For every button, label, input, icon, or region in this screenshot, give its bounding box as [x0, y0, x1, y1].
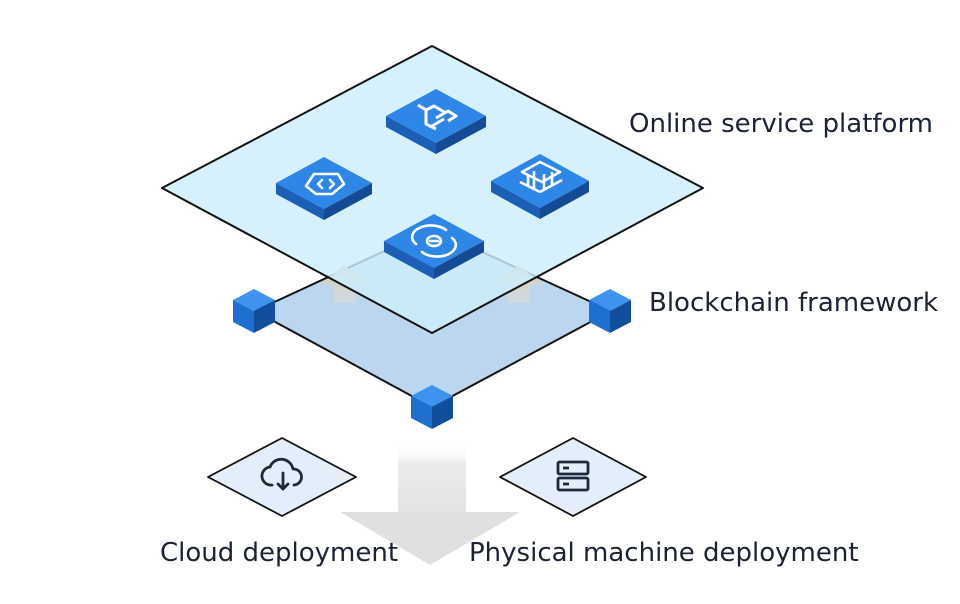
node-cube-bottom: [411, 385, 453, 429]
server-icon: [556, 460, 590, 492]
service-tile-left: [276, 157, 372, 220]
robot-icon: [417, 103, 458, 131]
blockchain-framework-label: Blockchain framework: [649, 288, 939, 318]
contract-icon: [410, 224, 458, 258]
cloud-code-icon: [304, 172, 346, 196]
physical-deployment-label: Physical machine deployment: [469, 538, 859, 568]
physical-deployment-tile: [499, 437, 647, 517]
down-arrow: [340, 445, 520, 565]
node-cube-left: [233, 289, 275, 333]
cloud-deployment-tile: [207, 437, 357, 517]
service-tile-right: [491, 154, 589, 219]
service-tile-bottom: [384, 214, 484, 279]
online-platform-label: Online service platform: [629, 109, 934, 139]
node-cube-right: [589, 289, 631, 333]
cloud-download-icon: [260, 457, 303, 491]
online-platform-plane: [161, 45, 704, 334]
cloud-deployment-label: Cloud deployment: [160, 538, 399, 568]
barcode-icon: [519, 160, 563, 194]
service-tile-top: [386, 89, 486, 154]
